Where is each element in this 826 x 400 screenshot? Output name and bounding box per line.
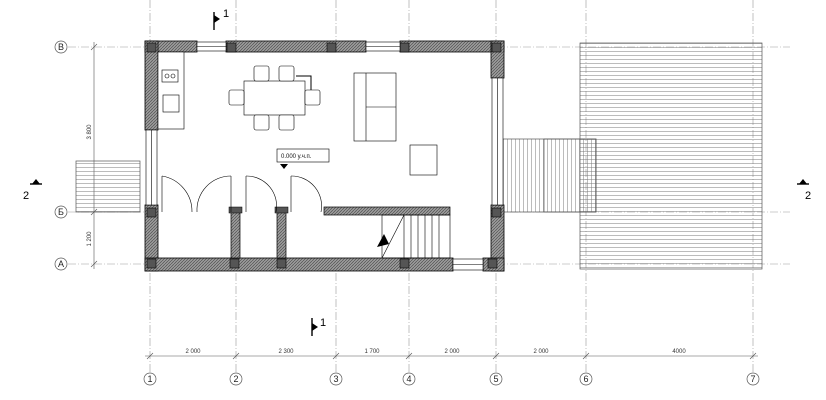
level-mark-label: 0.000 у.ч.п.	[281, 154, 312, 160]
axis-label-v: В	[58, 42, 64, 52]
dimension-line-bottom	[145, 352, 758, 360]
axis-label-b: Б	[58, 207, 64, 217]
axis-label-6: 6	[583, 374, 588, 384]
windows	[145, 41, 504, 271]
level-mark: 0.000 у.ч.п.	[276, 148, 330, 169]
section-mark-2-right: 2	[797, 179, 811, 202]
wall-columns	[146, 42, 502, 269]
dimension-4-5: 2 000	[444, 349, 460, 355]
dimension-v-b: 3 800	[87, 124, 93, 140]
axis-markers-vertical	[143, 372, 760, 386]
terrace-deck	[499, 42, 763, 270]
partition-caps	[228, 206, 289, 214]
kitchen-counter	[157, 51, 185, 130]
section-label-1-top: 1	[223, 8, 229, 20]
section-mark-2-left: 2	[23, 179, 42, 202]
axis-label-2: 2	[233, 374, 238, 384]
section-label-1-bottom: 1	[320, 317, 326, 329]
section-mark-1-top: 1	[213, 8, 229, 30]
armchair	[409, 144, 438, 176]
leader-line	[296, 75, 312, 90]
axis-label-4: 4	[406, 374, 411, 384]
doors	[161, 175, 322, 213]
section-label-2-right: 2	[805, 190, 811, 202]
axis-label-1: 1	[147, 374, 152, 384]
axis-markers-horizontal	[54, 40, 68, 271]
section-mark-1-bottom: 1	[311, 317, 326, 336]
axis-label-5: 5	[493, 374, 498, 384]
dimension-6-7: 4000	[672, 349, 686, 355]
porch-deck	[75, 160, 141, 213]
dining-table	[228, 65, 321, 131]
staircase	[377, 214, 451, 259]
dimension-b-a: 1 200	[87, 231, 93, 247]
axis-label-a: А	[58, 259, 64, 269]
dimension-3-4: 1 700	[364, 349, 380, 355]
sofa	[353, 72, 397, 142]
axis-label-3: 3	[333, 374, 338, 384]
level-mark-triangle	[280, 164, 288, 169]
dimension-2-3: 2 300	[278, 349, 294, 355]
section-label-2-left: 2	[23, 190, 29, 202]
dimension-1-2: 2 000	[185, 349, 201, 355]
axis-label-7: 7	[750, 374, 755, 384]
dimension-5-6: 2 000	[533, 349, 549, 355]
